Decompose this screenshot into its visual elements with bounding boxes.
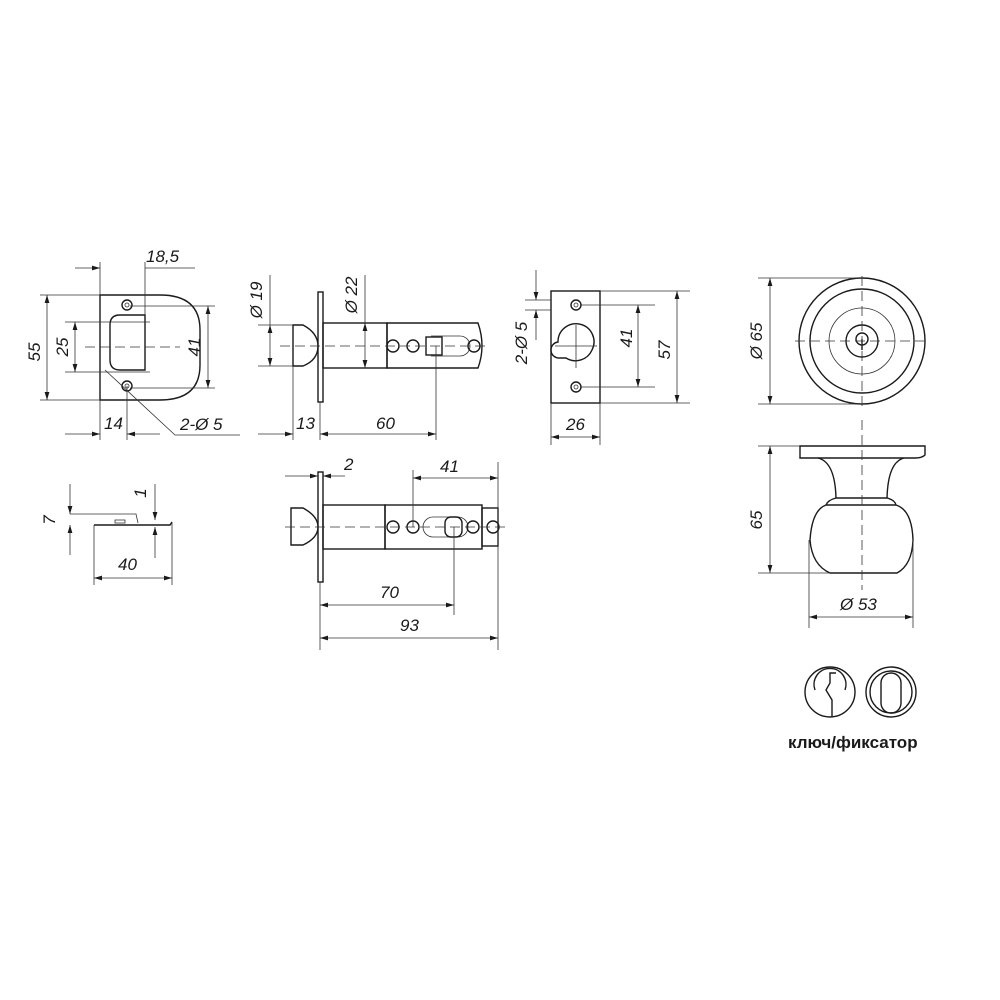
strike-plate-front: 18,5 55 25 41 14 2-Ø 5 (25, 247, 240, 440)
dim-41: 41 (185, 338, 204, 357)
dim-26: 26 (565, 415, 585, 434)
dim-18-5: 18,5 (146, 247, 180, 266)
dim-7: 7 (40, 515, 59, 525)
dim-dia-19: Ø 19 (247, 281, 266, 319)
thumbturn-icon (865, 666, 917, 718)
dim-57: 57 (655, 340, 674, 359)
dim-55: 55 (25, 342, 44, 361)
dim-dia-53: Ø 53 (839, 595, 877, 614)
dim-knob-65: 65 (747, 510, 766, 529)
rosette-front: Ø 65 (747, 276, 930, 408)
dim-dia-65: Ø 65 (747, 322, 766, 360)
dim-41-ext: 41 (440, 457, 459, 476)
dim-70: 70 (380, 583, 399, 602)
dim-fp-41: 41 (617, 329, 636, 348)
strike-plate-side: 7 1 40 (40, 484, 173, 585)
dim-holes: 2-Ø 5 (179, 415, 223, 434)
dim-60: 60 (376, 414, 395, 433)
latch-short: Ø 19 Ø 22 13 60 (247, 275, 490, 440)
dim-fp-holes: 2-Ø 5 (512, 321, 531, 365)
latch-faceplate: 2-Ø 5 41 57 26 (512, 270, 690, 445)
dim-14: 14 (104, 414, 123, 433)
knob-side: 65 Ø 53 (747, 420, 926, 628)
dim-13: 13 (296, 414, 315, 433)
dim-2: 2 (343, 455, 354, 474)
dim-dia-22: Ø 22 (342, 276, 361, 314)
dim-1: 1 (131, 488, 150, 497)
dim-25: 25 (53, 337, 72, 357)
latch-long: 2 41 70 93 (285, 455, 505, 650)
dim-93: 93 (400, 616, 419, 635)
dim-40: 40 (118, 555, 137, 574)
legend-caption: ключ/фиксатор (788, 733, 918, 752)
key-cylinder-icon (804, 666, 856, 718)
